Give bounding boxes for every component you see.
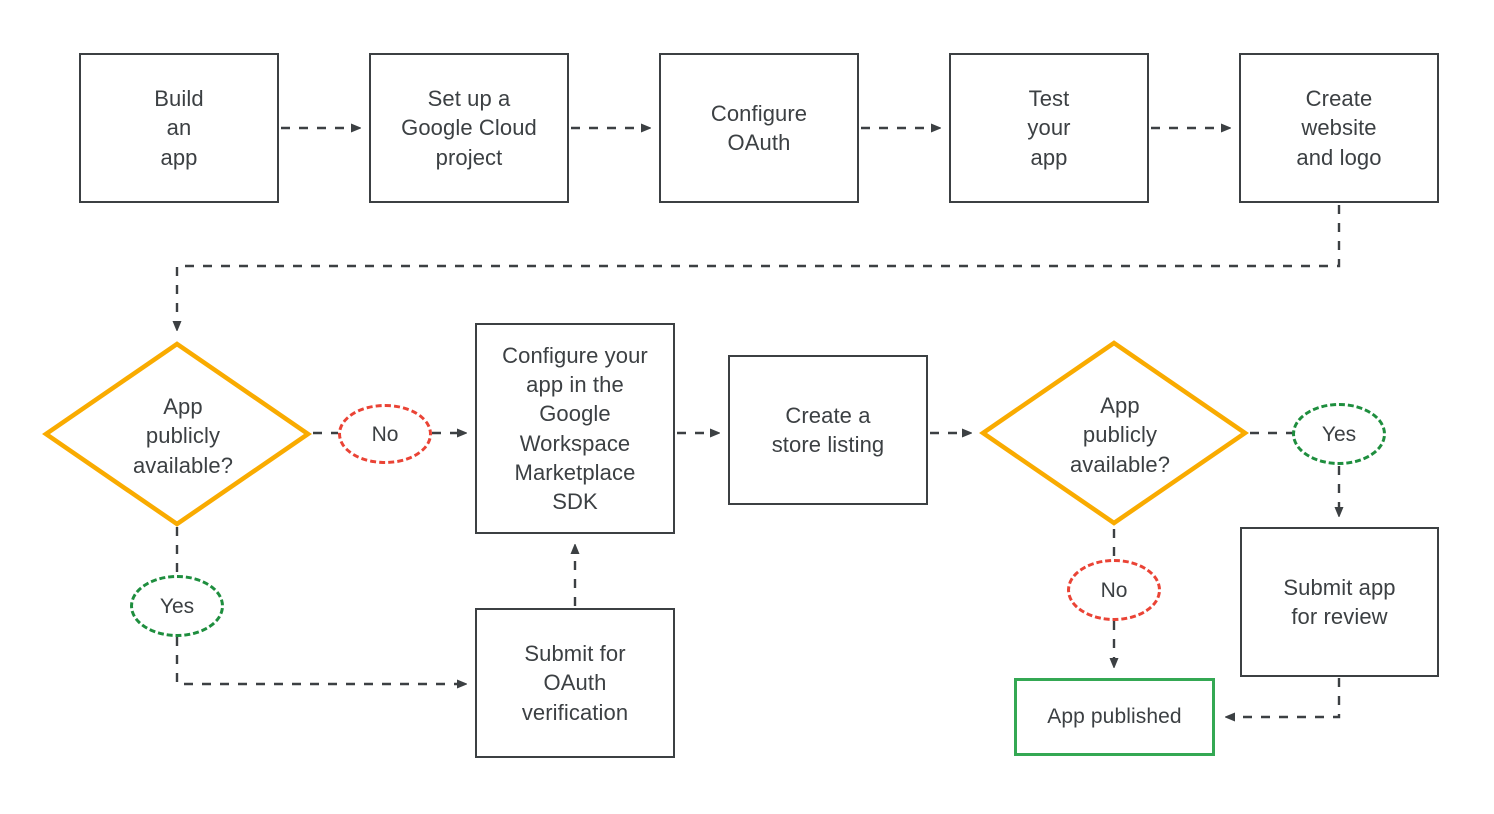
diamond-shape xyxy=(979,340,1249,526)
node-label: Build an app xyxy=(154,86,204,170)
node-create-website-and-logo[interactable]: Create website and logo xyxy=(1239,53,1439,203)
node-app-published[interactable]: App published xyxy=(1014,678,1215,756)
node-build-an-app[interactable]: Build an app xyxy=(79,53,279,203)
node-label: Create a store listing xyxy=(771,402,885,457)
edge-label-text: Yes xyxy=(159,594,195,618)
node-app-publicly-available-2[interactable]: App publicly available? xyxy=(979,340,1249,526)
node-submit-for-oauth-verification[interactable]: Submit for OAuth verification xyxy=(475,608,675,758)
node-label: App publicly available? xyxy=(132,394,234,478)
node-label: Submit app for review xyxy=(1283,574,1396,629)
node-label: Set up a Google Cloud project xyxy=(401,86,537,170)
edge-label-text: Yes xyxy=(1321,422,1357,446)
edge-website-to-decision1 xyxy=(177,205,1341,322)
node-create-store-listing[interactable]: Create a store listing xyxy=(728,355,928,505)
diamond-shape xyxy=(42,341,312,527)
node-label: Submit for OAuth verification xyxy=(521,641,629,725)
edge-review-to-published xyxy=(1234,678,1341,717)
node-submit-app-for-review[interactable]: Submit app for review xyxy=(1240,527,1439,677)
node-configure-oauth[interactable]: Configure OAuth xyxy=(659,53,859,203)
edge-decision1-yes-lower xyxy=(175,637,458,684)
edge-label-text: No xyxy=(1100,578,1128,602)
node-app-publicly-available-1[interactable]: App publicly available? xyxy=(42,341,312,527)
node-label: Configure your app in the Google Workspa… xyxy=(502,343,648,514)
node-label: App published xyxy=(1047,705,1182,729)
node-label: Create website and logo xyxy=(1296,86,1382,170)
node-label: Test your app xyxy=(1027,86,1071,170)
edge-label-yes-2: Yes xyxy=(1292,403,1386,465)
node-label: App publicly available? xyxy=(1069,393,1171,477)
edge-label-no-1: No xyxy=(338,404,432,464)
node-setup-gcp-project[interactable]: Set up a Google Cloud project xyxy=(369,53,569,203)
edge-label-yes-1: Yes xyxy=(130,575,224,637)
node-label: Configure OAuth xyxy=(710,100,808,155)
node-test-your-app[interactable]: Test your app xyxy=(949,53,1149,203)
edge-label-text: No xyxy=(371,422,399,446)
edge-label-no-2: No xyxy=(1067,559,1161,621)
node-configure-app-in-marketplace-sdk[interactable]: Configure your app in the Google Workspa… xyxy=(475,323,675,534)
